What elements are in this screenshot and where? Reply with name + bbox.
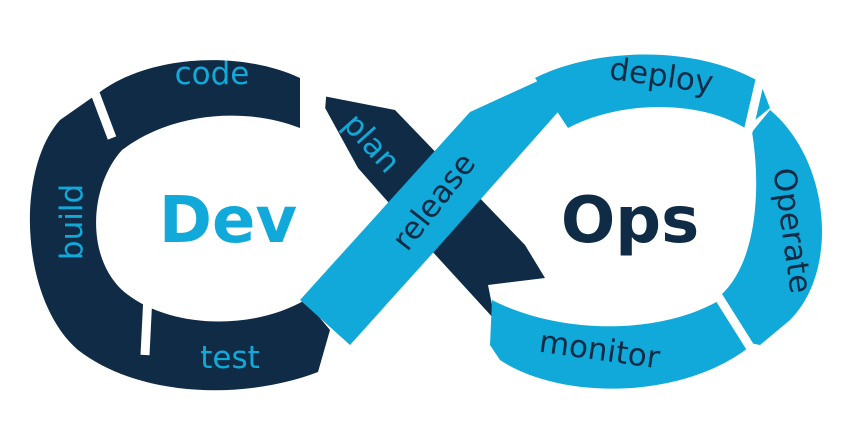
ops-ring-bottom bbox=[490, 300, 748, 389]
dev-ring-segment bbox=[29, 60, 331, 391]
stage-label-build: build bbox=[54, 184, 90, 260]
ops-release-band bbox=[300, 80, 558, 345]
dev-inner-hole bbox=[107, 126, 317, 318]
gap-line bbox=[313, 91, 327, 141]
gap-line bbox=[714, 293, 756, 353]
ops-ring-top bbox=[535, 54, 770, 128]
ops-segment-gaps bbox=[714, 78, 765, 353]
dev-word: Dev bbox=[159, 184, 297, 258]
dev-segment-gaps bbox=[87, 83, 327, 356]
stage-label-code: code bbox=[175, 56, 250, 92]
stage-label-test: test bbox=[200, 340, 260, 376]
ops-loop bbox=[300, 54, 823, 389]
gap-line bbox=[87, 83, 117, 140]
ops-ring-side bbox=[720, 110, 823, 345]
gap-line bbox=[140, 294, 153, 356]
ops-word: Ops bbox=[561, 184, 699, 258]
gap-line bbox=[743, 78, 765, 134]
ops-inner-hole bbox=[535, 122, 745, 314]
